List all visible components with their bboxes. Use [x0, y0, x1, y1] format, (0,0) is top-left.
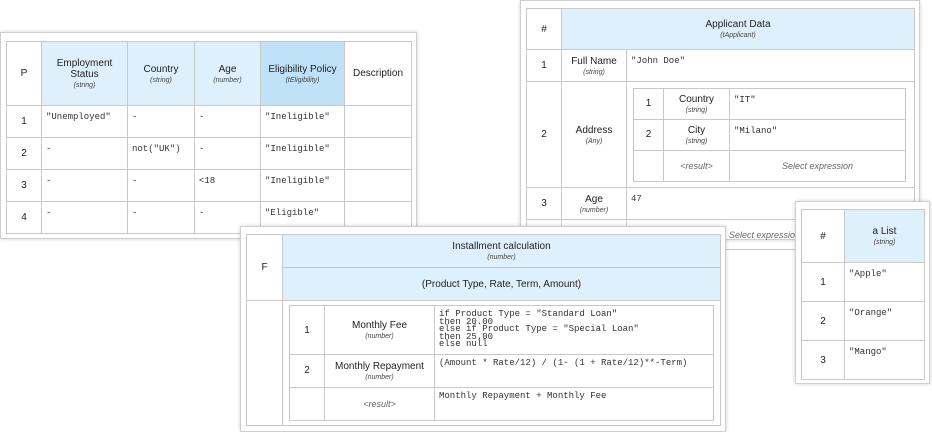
table-cell[interactable] [344, 169, 412, 202]
entry-expression[interactable]: (Amount * Rate/12) / (1- (1 + Rate/12)**… [434, 353, 714, 388]
entry-name[interactable]: Full Name(string) [561, 49, 627, 82]
body-row: 1 Monthly Fee(number) if Product Type = … [289, 305, 714, 355]
row-number: 2 [633, 118, 664, 151]
row-number: 1 [526, 49, 562, 82]
hash-cell: # [526, 8, 562, 50]
row-number: 2 [526, 81, 562, 188]
function-header[interactable]: Installment calculation(number) [282, 234, 721, 268]
nested-context-table: 1 Country(string) "IT" 2 City(string) "M… [633, 87, 906, 182]
table-cell[interactable]: "Unemployed" [41, 105, 128, 138]
context-header[interactable]: Applicant Data(tApplicant) [560, 8, 916, 50]
entry-name[interactable]: City(string) [663, 118, 730, 151]
function-parameters[interactable]: (Product Type, Rate, Term, Amount) [282, 267, 721, 301]
row-number: 1 [633, 87, 664, 120]
empty-cell [633, 149, 664, 182]
table-cell[interactable]: - [127, 169, 195, 202]
entry-value[interactable]: "John Doe" [625, 49, 916, 82]
table-cell[interactable]: not("UK") [127, 137, 195, 170]
entry-name[interactable]: Age(number) [561, 187, 627, 220]
column-header-country[interactable]: Country(string) [127, 41, 195, 106]
list-table: # a List(string) 1 "Apple" 2 "Orange" 3 … [801, 209, 925, 380]
column-header-eligibility-policy[interactable]: Eligibility Policy(tEligibility) [260, 41, 345, 106]
list-value[interactable]: "Apple" [844, 262, 925, 302]
hit-policy: P [20, 68, 28, 79]
row-number: 3 [6, 169, 42, 202]
function-body: 1 Monthly Fee(number) if Product Type = … [282, 300, 721, 426]
entry-name[interactable]: Country(string) [663, 87, 730, 120]
row-number: 2 [289, 353, 325, 388]
context-row: 1 Full Name(string) "John Doe" [526, 49, 916, 82]
function-panel: F Installment calculation(number) (Produ… [240, 226, 726, 432]
list-item: 1 "Apple" [801, 262, 925, 302]
body-result-row: <result> Monthly Repayment + Monthly Fee [289, 386, 714, 421]
nested-row: 2 City(string) "Milano" [633, 118, 906, 151]
row-number: 2 [6, 137, 42, 170]
table-cell[interactable]: - [41, 201, 128, 234]
list-item: 2 "Orange" [801, 301, 925, 341]
nested-context-cell: 1 Country(string) "IT" 2 City(string) "M… [625, 81, 916, 188]
entry-name[interactable]: Monthly Repayment(number) [324, 353, 435, 388]
table-row: 2 - not("UK") - "Ineligible" [6, 137, 412, 170]
decision-table: P Employment Status(string) Country(stri… [6, 41, 412, 234]
nested-result-row: <result> Select expression [633, 149, 906, 182]
list-header[interactable]: a List(string) [844, 209, 925, 263]
list-item: 3 "Mango" [801, 340, 925, 380]
empty-cell [246, 300, 283, 426]
function-kind[interactable]: F [246, 234, 283, 301]
row-number: 3 [801, 340, 845, 380]
hash-cell: # [801, 209, 845, 263]
table-row: 3 - - <18 "Ineligible" [6, 169, 412, 202]
entry-value[interactable]: "IT" [729, 87, 906, 120]
row-number: 3 [526, 187, 562, 220]
entry-value[interactable]: "Milano" [729, 118, 906, 151]
table-cell[interactable] [344, 137, 412, 170]
list-value[interactable]: "Mango" [844, 340, 925, 380]
nested-row: 1 Country(string) "IT" [633, 87, 906, 120]
column-header-age[interactable]: Age(number) [194, 41, 261, 106]
result-expression[interactable]: Monthly Repayment + Monthly Fee [434, 386, 714, 421]
function-body-table: 1 Monthly Fee(number) if Product Type = … [289, 305, 714, 421]
table-cell[interactable]: - [127, 105, 195, 138]
row-number: 1 [6, 105, 42, 138]
table-cell[interactable] [344, 105, 412, 138]
function-table: F Installment calculation(number) (Produ… [246, 234, 721, 426]
empty-cell [289, 386, 325, 421]
table-cell[interactable]: - [41, 169, 128, 202]
table-cell[interactable]: "Ineligible" [260, 137, 345, 170]
select-expression[interactable]: Select expression [729, 149, 906, 182]
result-label: <result> [324, 386, 435, 421]
table-cell[interactable]: "Ineligible" [260, 169, 345, 202]
table-cell[interactable]: - [194, 137, 261, 170]
table-cell[interactable]: <18 [194, 169, 261, 202]
column-header-employment-status[interactable]: Employment Status(string) [41, 41, 128, 106]
column-header-description[interactable]: Description [344, 41, 412, 106]
table-cell[interactable]: - [194, 105, 261, 138]
table-cell[interactable]: "Ineligible" [260, 105, 345, 138]
decision-table-panel: P Employment Status(string) Country(stri… [0, 32, 417, 239]
row-number: 4 [6, 201, 42, 234]
list-panel: # a List(string) 1 "Apple" 2 "Orange" 3 … [795, 201, 930, 384]
context-row: 2 Address(Any) 1 Country(string) "IT" 2 … [526, 81, 916, 188]
result-label: <result> [663, 149, 730, 182]
table-row: 1 "Unemployed" - - "Ineligible" [6, 105, 412, 138]
entry-name[interactable]: Address(Any) [561, 81, 627, 188]
row-number: 1 [289, 305, 325, 355]
entry-expression[interactable]: if Product Type = "Standard Loan" then 2… [434, 305, 714, 355]
row-number: 2 [801, 301, 845, 341]
list-value[interactable]: "Orange" [844, 301, 925, 341]
body-row: 2 Monthly Repayment(number) (Amount * Ra… [289, 353, 714, 388]
hit-policy-cell[interactable]: P [6, 41, 42, 106]
row-number: 1 [801, 262, 845, 302]
table-cell[interactable]: - [41, 137, 128, 170]
entry-name[interactable]: Monthly Fee(number) [324, 305, 435, 355]
table-cell[interactable]: - [127, 201, 195, 234]
